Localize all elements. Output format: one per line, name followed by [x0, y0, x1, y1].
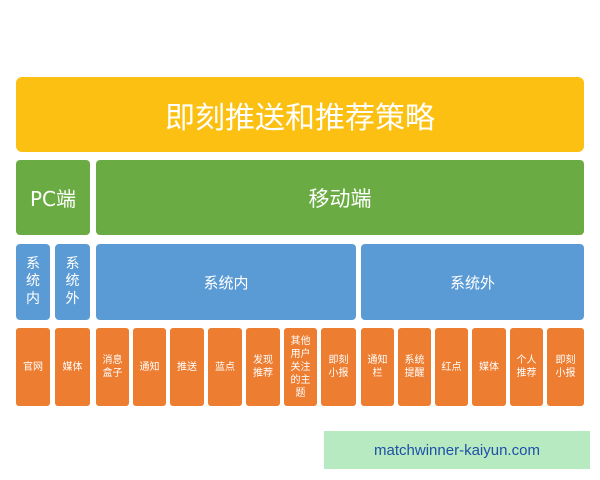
title-box: 即刻推送和推荐策略	[16, 77, 584, 152]
leaf-node: 其他 用户 关注 的主 题	[284, 328, 317, 406]
leaf-node: 媒体	[472, 328, 506, 406]
leaf-node: 官网	[16, 328, 50, 406]
leaf-node: 推送	[170, 328, 204, 406]
leaf-label: 即刻 小报	[328, 355, 349, 379]
mobile-inner-node: 系统内	[96, 244, 356, 320]
leaf-node: 红点	[435, 328, 468, 406]
leaf-label: 即刻 小报	[555, 355, 576, 379]
mobile-inner-label: 系统内	[203, 273, 249, 292]
leaf-label: 媒体	[62, 361, 83, 373]
leaf-label: 媒体	[479, 361, 499, 373]
leaf-node: 系统 提醒	[398, 328, 431, 406]
pc-outer-char: 外	[65, 290, 80, 307]
pc-outer-node: 系 统 外	[55, 244, 90, 320]
leaf-node: 个人 推荐	[510, 328, 543, 406]
leaf-label: 官网	[23, 361, 43, 373]
leaf-node: 消息 盒子	[96, 328, 129, 406]
pc-outer-char: 系	[65, 255, 80, 272]
pc-label: PC端	[29, 187, 77, 211]
leaf-label: 通知 栏	[367, 355, 388, 379]
mobile-outer-node: 系统外	[361, 244, 584, 320]
leaf-node: 即刻 小报	[321, 328, 356, 406]
leaf-label: 通知	[139, 361, 160, 373]
leaf-label: 红点	[441, 361, 462, 373]
pc-inner-node: 系 统 内	[16, 244, 50, 320]
leaf-node: 发现 推荐	[246, 328, 280, 406]
leaf-label: 系统 提醒	[404, 355, 425, 379]
pc-inner-char: 系	[26, 255, 40, 272]
leaf-node: 即刻 小报	[547, 328, 584, 406]
leaf-node: 通知	[133, 328, 166, 406]
pc-inner-char: 统	[26, 273, 40, 290]
leaf-label: 个人 推荐	[516, 355, 537, 379]
pc-inner-char: 内	[26, 290, 40, 307]
leaf-label: 消息 盒子	[102, 355, 123, 379]
watermark-text: matchwinner-kaiyun.com	[374, 441, 540, 459]
leaf-node: 媒体	[55, 328, 90, 406]
leaf-label: 发现 推荐	[253, 355, 273, 379]
title-text: 即刻推送和推荐策略	[165, 100, 435, 136]
pc-outer-char: 统	[65, 273, 80, 290]
leaf-node: 通知 栏	[361, 328, 394, 406]
leaf-label: 其他 用户 关注 的主 题	[290, 335, 311, 399]
leaf-node: 蓝点	[208, 328, 242, 406]
mobile-node: 移动端	[96, 160, 584, 235]
mobile-outer-label: 系统外	[449, 273, 495, 292]
leaf-label: 蓝点	[215, 361, 235, 373]
pc-node: PC端	[16, 160, 90, 235]
watermark: matchwinner-kaiyun.com	[324, 431, 590, 469]
leaf-label: 推送	[177, 361, 197, 373]
mobile-label: 移动端	[308, 186, 372, 211]
